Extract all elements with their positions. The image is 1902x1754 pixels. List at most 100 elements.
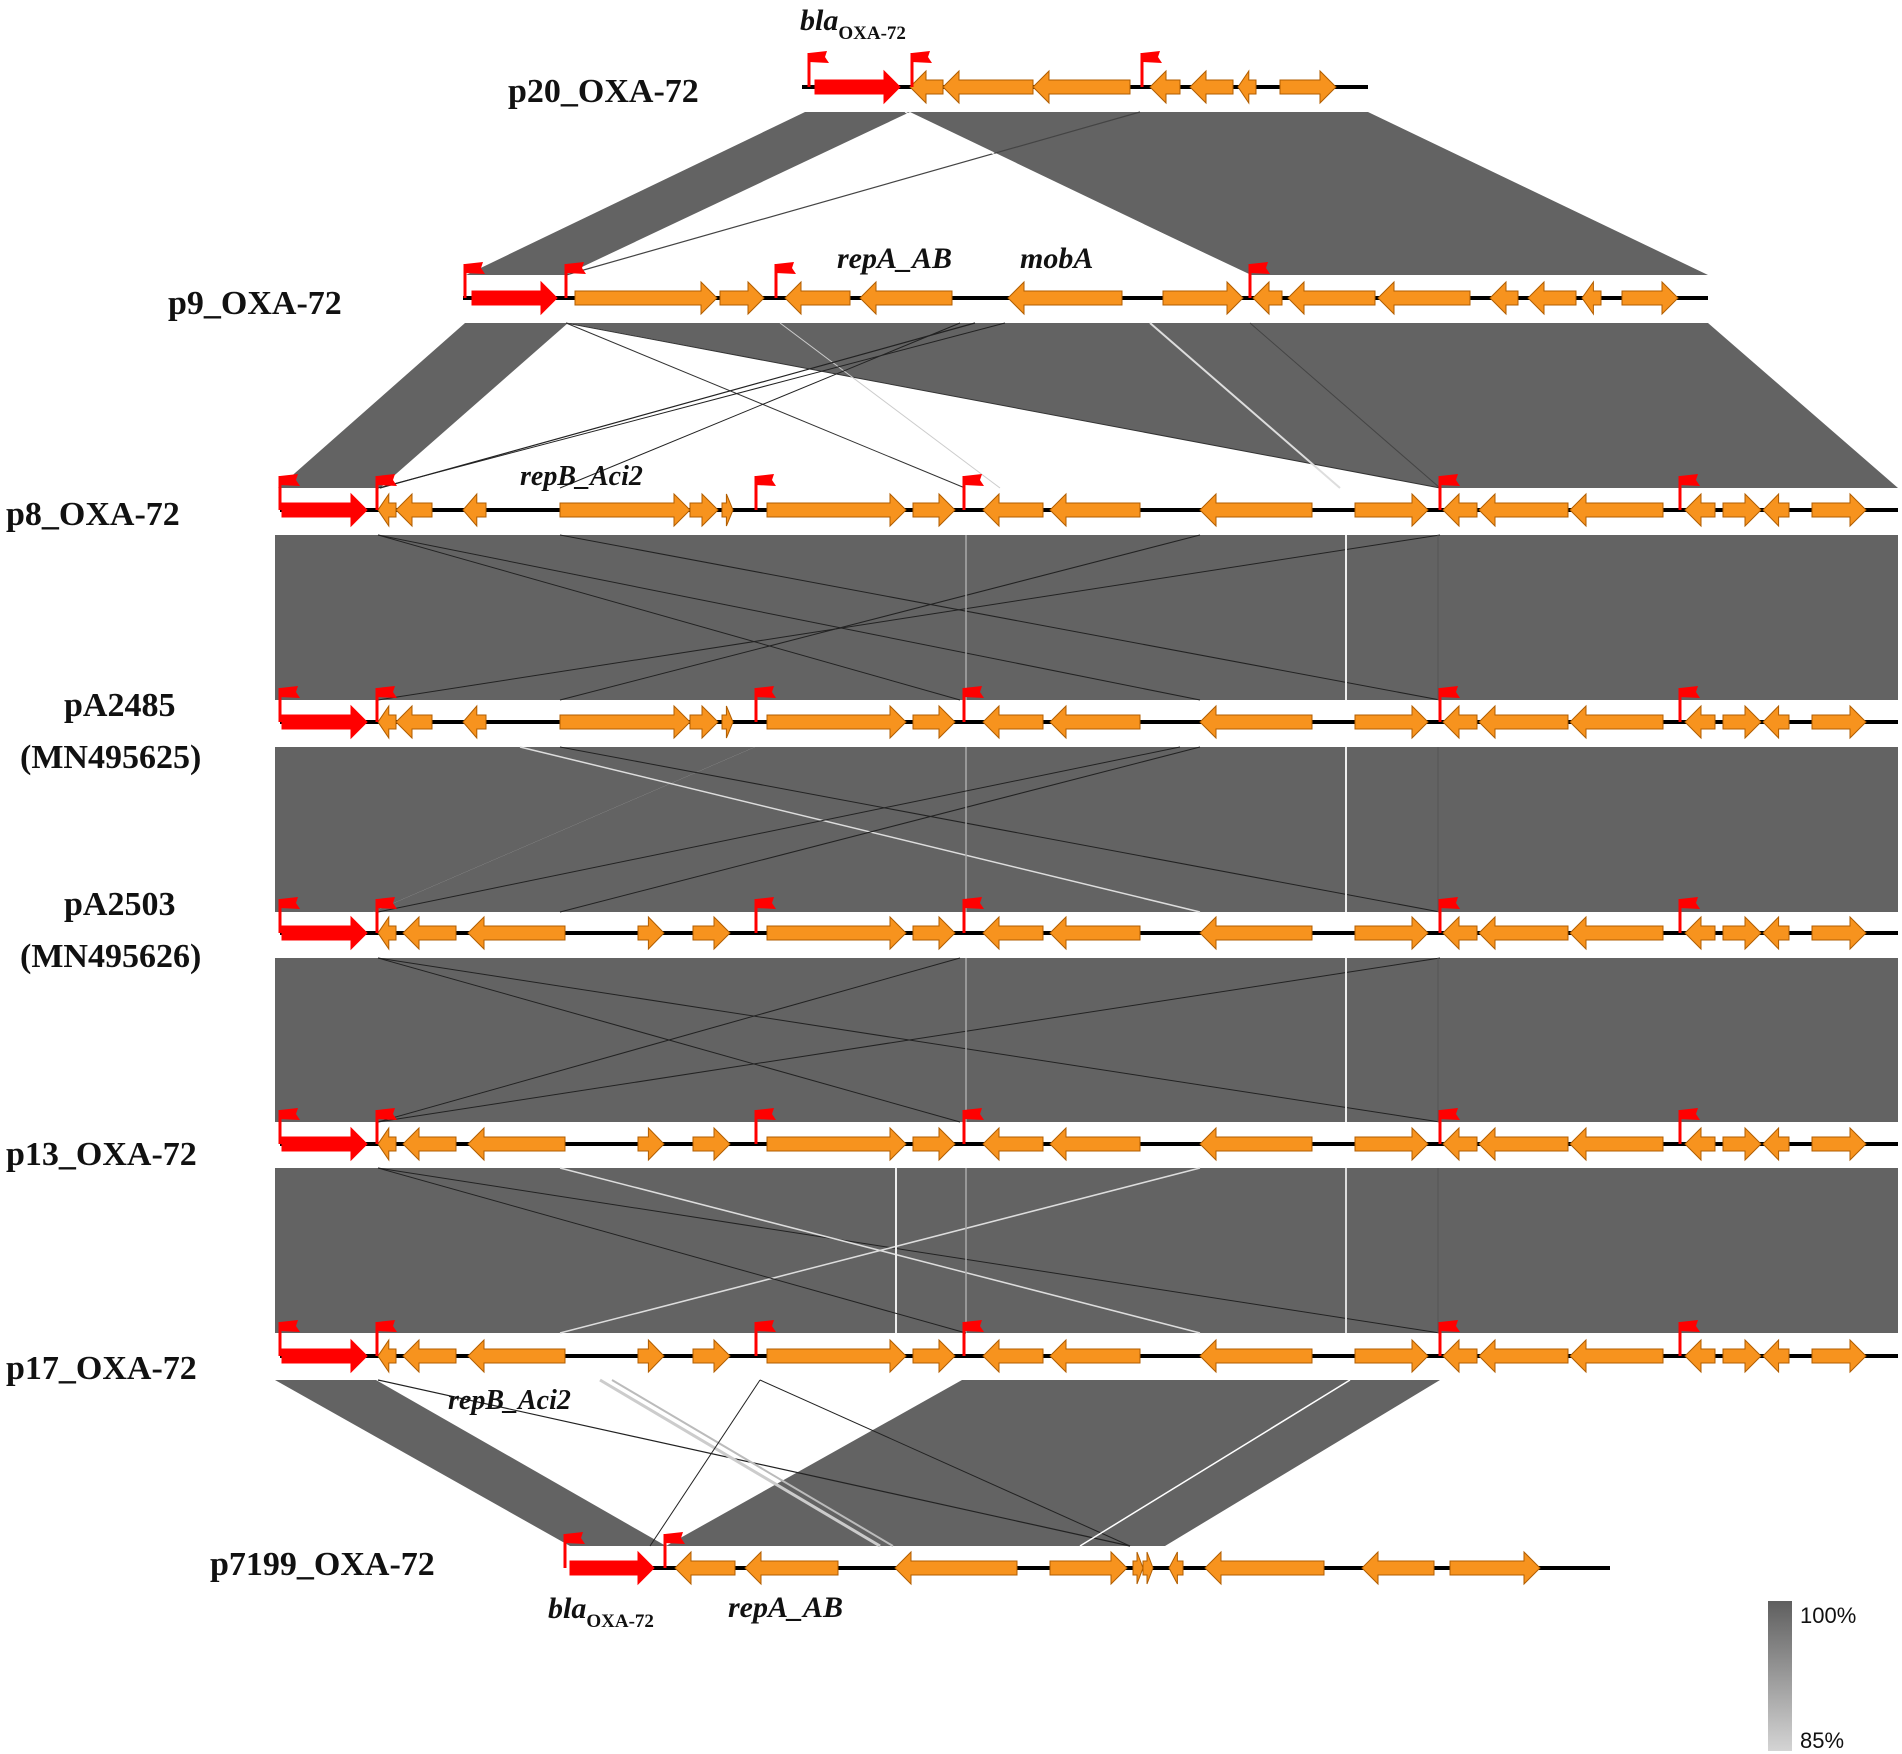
gene-arrow [395,492,433,528]
gene-arrow [1007,280,1123,316]
marker-flag-icon [1440,1320,1460,1332]
gene-arrow [1049,1126,1141,1162]
marker-flag-icon [280,686,300,698]
plasmid-label-pA2485: pA2485 [64,687,175,724]
marker-flag-icon [1680,1108,1700,1120]
gene-arrow [1442,915,1478,951]
gene-arrow [1354,1126,1429,1162]
gene-arrow [1762,915,1790,951]
plasmid-label-p9: p9_OXA-72 [168,285,342,322]
gene-arrow [574,280,718,316]
gene-arrow [467,1338,566,1374]
gene-arrow [1049,1338,1141,1374]
gene-label-bla-top: blaOXA-72 [800,4,906,44]
plasmid-track-p9 [463,262,1708,316]
homology-line-15 [559,534,1441,701]
homology-line-9 [379,322,976,489]
homology-line-13 [377,534,1441,701]
gene-arrow [719,280,765,316]
identity-band-7-2 [666,1380,1440,1546]
gene-arrow [1162,280,1244,316]
gene-arrow [1722,1126,1762,1162]
marker-flag-icon [756,1320,776,1332]
homology-line-10 [377,322,1006,489]
gene-arrow [1569,1126,1664,1162]
homology-line-14 [559,534,1201,701]
gene-arrow [1149,69,1181,105]
gene-arrow [689,704,719,740]
marker-flag-icon [964,474,984,486]
marker-flag-icon [665,1532,685,1544]
gene-arrow [1199,704,1313,740]
gene-arrow [1442,492,1478,528]
gene-arrow [982,915,1044,951]
gene-arrow [982,492,1044,528]
gene-label-bla-bottom: blaOXA-72 [548,1592,654,1632]
marker-flag-icon [756,1108,776,1120]
gene-arrow [1199,1338,1313,1374]
gene-arrow [377,1126,397,1162]
gene-arrow [1478,704,1569,740]
homology-line-8 [1249,322,1441,489]
identity-band-6-1 [275,1168,1898,1333]
gene-arrow [912,492,956,528]
gene-arrow [1684,492,1716,528]
homology-line-6 [559,322,961,489]
gene-arrow [1377,280,1471,316]
gene-arrow [744,1550,839,1586]
homology-line-42 [599,1378,881,1548]
gene-arrow [1762,1338,1790,1374]
homology-line-28 [377,957,961,1123]
gene-arrow [766,704,907,740]
marker-flag-icon [565,1532,585,1544]
marker-flag-icon [756,474,776,486]
gene-arrow [692,1338,731,1374]
marker-flag-icon [1440,686,1460,698]
identity-scale-max-label: 100% [1800,1603,1856,1628]
identity-band-2-2 [568,323,1898,488]
gene-arrow [1684,1126,1716,1162]
gene-arrow [1279,69,1337,105]
marker-flag-icon [280,897,300,909]
gene-arrow [1442,1338,1478,1374]
gene-arrow [1762,1126,1790,1162]
marker-flag-icon [1680,1320,1700,1332]
homology-line-5 [779,322,1001,489]
gene-arrow [784,280,851,316]
identity-band-2-1 [278,323,568,488]
gene-arrow [559,492,691,528]
gene-arrow [912,704,956,740]
gene-arrow [982,1126,1044,1162]
marker-flag-icon [912,51,932,63]
homology-line-40 [377,1167,967,1334]
gene-arrow [909,69,944,105]
gene-arrow [982,704,1044,740]
plasmid-label-pA2503: pA2503 [64,886,175,923]
marker-flag-icon [776,262,796,274]
plasmid-tracks [278,51,1898,1586]
gene-arrow [1762,704,1790,740]
plasmid-label-pA2503-accession: (MN495626) [20,938,201,975]
marker-flag-icon [377,1108,397,1120]
marker-flag-icon [280,1320,300,1332]
gene-arrow [467,1126,566,1162]
plasmid-track-p8 [278,474,1898,528]
identity-band-4-4 [373,747,755,912]
plasmid-track-p20 [802,51,1368,105]
marker-flag-icon [1680,474,1700,486]
homology-line-11 [377,534,961,701]
identity-bands [275,112,1898,1546]
gene-arrow [462,492,487,528]
gene-arrow [766,492,907,528]
identity-band-1-2 [910,112,1708,275]
gene-arrow [377,704,397,740]
marker-flag-icon [964,686,984,698]
marker-flag-icon [377,686,397,698]
homology-line-35 [559,1167,1201,1334]
homology-line-1 [565,111,1141,276]
gene-label-mobA-p9: mobA [1020,242,1093,275]
gene-arrow [402,1126,457,1162]
gene-arrow [1049,492,1141,528]
homology-cross-lines [377,111,1441,1548]
gene-arrow [1032,69,1131,105]
